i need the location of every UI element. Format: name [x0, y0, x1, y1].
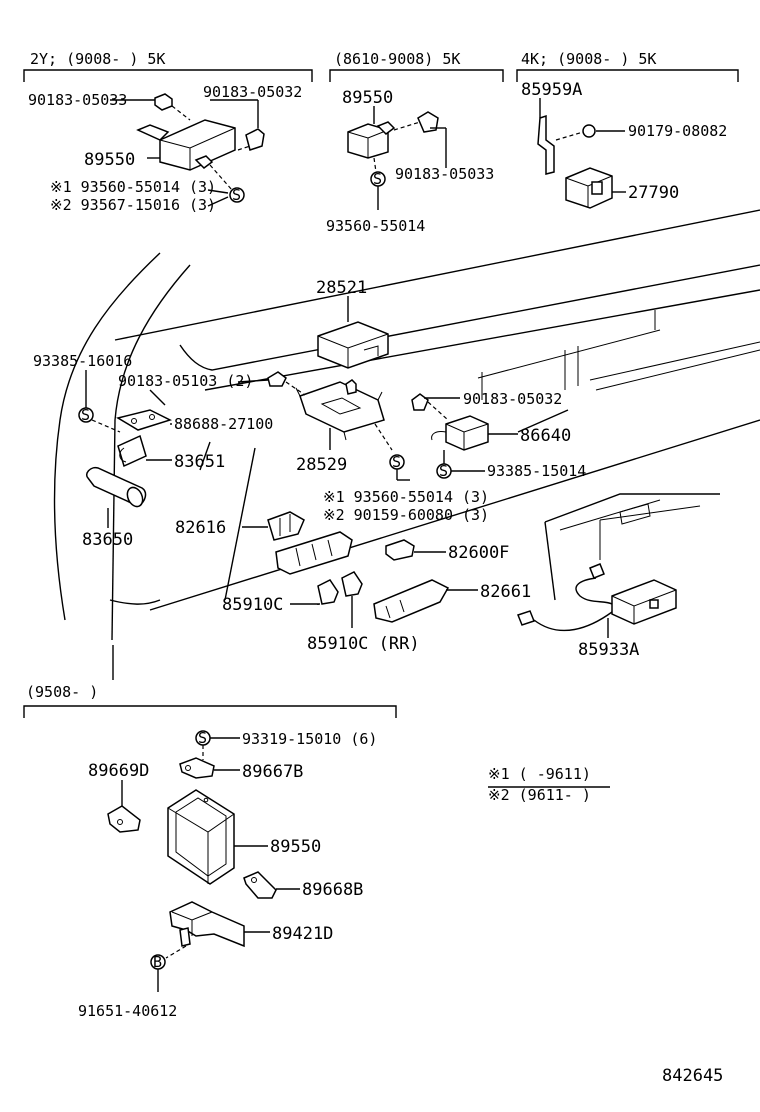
label-89550-c: 89550 — [270, 837, 321, 857]
label-83651: 83651 — [174, 452, 225, 472]
inset-85933a — [517, 493, 720, 632]
label-27790: 27790 — [628, 183, 679, 203]
label-28529: 28529 — [296, 455, 347, 475]
label-83650: 83650 — [82, 530, 133, 550]
label-88688-27100: 88688-27100 — [174, 415, 273, 433]
relay-8610 — [347, 111, 439, 159]
label-93385-15014: 93385-15014 — [487, 462, 586, 480]
label-90159-60080: ※2 90159-60080 (3) — [323, 506, 489, 524]
label-82600f: 82600F — [448, 543, 509, 563]
screw-marker-s2 — [370, 171, 386, 187]
bracket-89668b — [243, 871, 277, 899]
bolt-marker-label: S — [439, 462, 448, 480]
label-89669d: 89669D — [88, 761, 149, 781]
bolt-marker-b-label: B — [153, 953, 162, 971]
socket-harness — [275, 531, 363, 605]
screw-marker-label: S — [232, 186, 241, 204]
bracket-85959a — [537, 114, 613, 209]
module-89550-lower — [167, 789, 235, 885]
section-header-2y: 2Y; (9008- ) 5K — [30, 50, 165, 68]
label-85910c-rr: 85910C (RR) — [307, 634, 420, 654]
section-header-8610: (8610-9008) 5K — [334, 50, 460, 68]
holder-82661 — [373, 579, 450, 623]
section-header-9508: (9508- ) — [26, 683, 98, 701]
connector-82616 — [267, 511, 305, 541]
label-90179-08082: 90179-08082 — [628, 122, 727, 140]
label-89550: 89550 — [84, 150, 135, 170]
label-91651-40612: 91651-40612 — [78, 1002, 177, 1020]
module-28521 — [317, 321, 389, 369]
screw-marker-label-4: S — [81, 406, 90, 424]
label-90183-05033: 90183-05033 — [28, 91, 127, 109]
label-85933a: 85933A — [578, 640, 639, 660]
label-89550-b: 89550 — [342, 88, 393, 108]
label-90183-05032-b: 90183-05032 — [463, 390, 562, 408]
legend-note-2: ※2 (9611- ) — [488, 786, 591, 804]
relay-86640 — [411, 393, 489, 451]
section-header-4k: 4K; (9008- ) 5K — [521, 50, 656, 68]
legend-note-1: ※1 ( -9611) — [488, 765, 591, 783]
label-86640: 86640 — [520, 426, 571, 446]
label-93560-55014-c: ※1 93560-55014 (3) — [323, 488, 489, 506]
label-85910c: 85910C — [222, 595, 283, 615]
bracket-28529 — [267, 371, 385, 441]
label-89667b: 89667B — [242, 762, 303, 782]
screw-marker-s4 — [78, 407, 94, 423]
label-82616: 82616 — [175, 518, 226, 538]
bracket-89667b — [179, 757, 215, 779]
buzzer-83650 — [86, 466, 147, 508]
label-85959a: 85959A — [521, 80, 582, 100]
label-93385-16016: 93385-16016 — [33, 352, 132, 370]
clamp-83651 — [117, 434, 147, 468]
diagram-number: 842645 — [662, 1066, 723, 1086]
label-90183-05033-b: 90183-05033 — [395, 165, 494, 183]
label-93567-15016: ※2 93567-15016 (3) — [50, 196, 216, 214]
clamp-88688 — [116, 409, 172, 431]
screw-marker-s — [229, 187, 245, 203]
bracket-89669d — [107, 805, 141, 833]
label-93560-55014-b: 93560-55014 — [326, 217, 425, 235]
label-82661: 82661 — [480, 582, 531, 602]
label-93560-55014: ※1 93560-55014 (3) — [50, 178, 216, 196]
vehicle-body-outline — [53, 209, 760, 680]
label-89668b: 89668B — [302, 880, 363, 900]
label-93319-15010: 93319-15010 (6) — [242, 730, 377, 748]
screw-marker-label-2: S — [373, 170, 382, 188]
label-90183-05103: 90183-05103 (2) — [118, 372, 253, 390]
label-90183-05032: 90183-05032 — [203, 83, 302, 101]
sensor-89421d — [169, 901, 245, 948]
label-28521: 28521 — [316, 278, 367, 298]
section-brackets — [23, 69, 739, 788]
label-89421d: 89421D — [272, 924, 333, 944]
screw-marker-label-3: S — [392, 453, 401, 471]
switch-82600f — [385, 539, 415, 561]
screw-marker-label-5: S — [198, 729, 207, 747]
